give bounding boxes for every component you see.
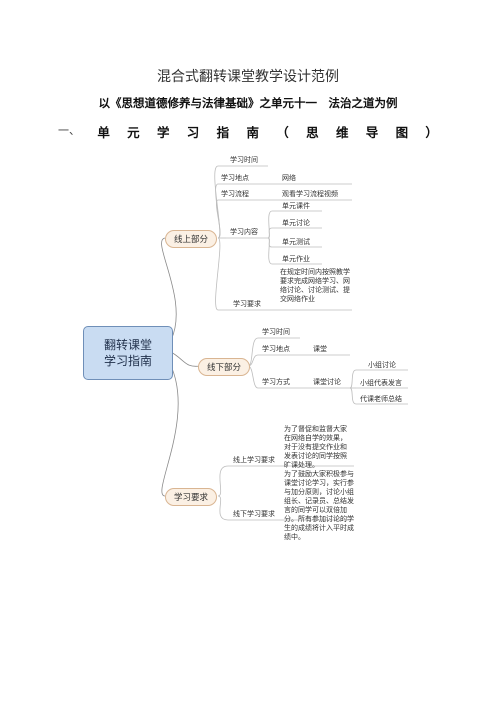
offline-time: 学习时间 bbox=[262, 328, 290, 336]
document-title: 混合式翻转课堂教学设计范例 bbox=[157, 69, 339, 85]
offline-place-value: 课堂 bbox=[313, 345, 327, 353]
online-place-value: 网络 bbox=[282, 174, 296, 182]
offline-method-value: 课堂讨论 bbox=[313, 378, 341, 386]
offline-method: 学习方式 bbox=[262, 378, 290, 386]
heading-char: 图 bbox=[395, 125, 409, 140]
central-line: 学习指南 bbox=[103, 354, 152, 368]
heading-char: 南 bbox=[246, 125, 259, 140]
online-study-requirement: 线上学习要求 bbox=[233, 456, 275, 464]
online-study-requirement-value: 为了督促和监督大家在网络自学的效果，对于没有提交作业和发表讨论的同学按照旷课处理… bbox=[284, 425, 347, 469]
heading-char: （ bbox=[276, 125, 289, 140]
offline-study-requirement: 线下学习要求 bbox=[233, 510, 275, 518]
heading-char: 指 bbox=[216, 125, 230, 140]
branch-requirements: 学习要求 bbox=[165, 488, 218, 506]
heading-char: 元 bbox=[127, 125, 140, 140]
content-item: 单元测试 bbox=[282, 238, 310, 246]
online-process: 学习流程 bbox=[221, 190, 249, 198]
online-requirement: 学习要求 bbox=[233, 300, 261, 308]
heading-char: 思 bbox=[306, 125, 319, 140]
section-heading: 一、 单 元 学 习 指 南 （ 思 维 导 图 ） bbox=[58, 122, 438, 141]
heading-char: 维 bbox=[335, 125, 349, 140]
online-content: 学习内容 bbox=[230, 228, 258, 236]
heading-char: 单 bbox=[97, 125, 110, 140]
method-item: 小组讨论 bbox=[368, 361, 396, 369]
mindmap-central-node: 翻转课堂 学习指南 bbox=[83, 326, 173, 380]
content-item: 单元课件 bbox=[282, 202, 310, 210]
offline-place: 学习地点 bbox=[262, 345, 290, 353]
branch-offline: 线下部分 bbox=[198, 358, 251, 376]
online-time: 学习时间 bbox=[230, 156, 258, 164]
content-item: 单元作业 bbox=[282, 255, 310, 263]
method-item: 小组代表发言 bbox=[360, 379, 402, 387]
online-requirement-value: 在规定时间内按照教学要求完成网络学习、网络讨论、讨论测试、提交网络作业 bbox=[280, 268, 350, 303]
method-item: 代课老师总结 bbox=[360, 395, 402, 403]
central-line: 翻转课堂 bbox=[103, 338, 152, 352]
heading-char: 学 bbox=[156, 125, 170, 140]
content-item: 单元讨论 bbox=[282, 219, 310, 227]
heading-char: 习 bbox=[186, 125, 200, 140]
offline-study-requirement-value: 为了鼓励大家积极参与课堂讨论学习，实行参与加分原则，讨论小组组长、记录员、总结发… bbox=[284, 470, 354, 541]
heading-char: ） bbox=[425, 125, 438, 140]
document-subtitle: 以《思想道德修养与法律基础》之单元十一 法治之道为例 bbox=[98, 96, 398, 110]
online-process-value: 观看学习流程视频 bbox=[282, 190, 338, 198]
online-place: 学习地点 bbox=[221, 174, 249, 182]
heading-char: 导 bbox=[365, 125, 379, 140]
branch-online: 线上部分 bbox=[165, 230, 218, 248]
heading-number: 一、 bbox=[58, 124, 80, 137]
